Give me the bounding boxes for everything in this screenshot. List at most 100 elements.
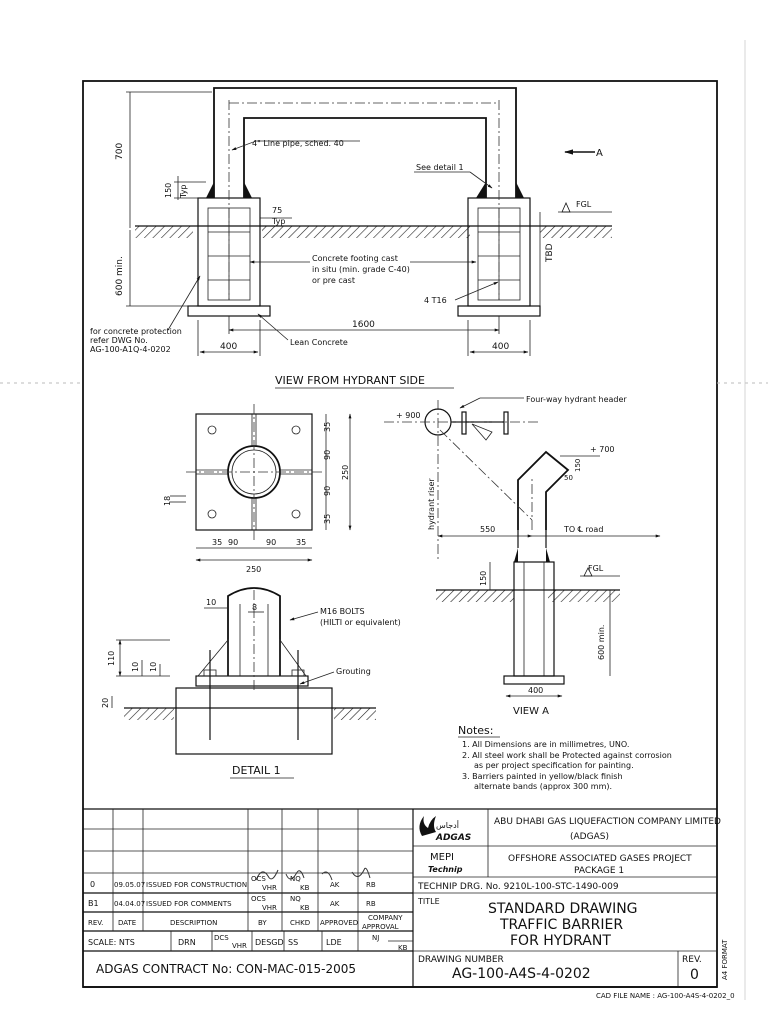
drn-value: DCS: [214, 934, 229, 942]
adgas-logo-arabic: أدجاس: [436, 820, 459, 830]
adgas-logo: أدجاس ADGAS: [419, 816, 471, 843]
drn-sub: VHR: [232, 942, 247, 950]
protection-label-1: for concrete protection: [90, 327, 182, 336]
see-detail-label: See detail 1: [416, 163, 464, 172]
detail-1: [111, 587, 376, 755]
desgd-label: DESGD: [255, 938, 284, 947]
title-block: [83, 808, 717, 988]
a4-format-label: A4 FORMAT: [721, 939, 729, 980]
dim-550: 550: [480, 525, 495, 534]
road-label: TO ℄ road: [563, 525, 603, 534]
dim-150-a: 150: [574, 459, 582, 472]
rev-row-2-comp: RB: [366, 900, 376, 908]
dim-700: 700: [115, 143, 125, 160]
fgl-label-a: FGL: [588, 564, 604, 573]
view-a: [384, 397, 661, 698]
base-plate-labels: 35 90 90 35 250 35 90 90 35 250 18: [163, 422, 350, 574]
title-line-2: TRAFFIC BARRIER: [499, 917, 623, 933]
rev-header-desc: DESCRIPTION: [170, 919, 217, 927]
rev-row-1-by: OCS: [251, 875, 266, 883]
plate-v-250: 250: [341, 465, 350, 480]
plate-h-35a: 35: [212, 538, 222, 547]
plate-dim-18: 18: [163, 496, 172, 506]
nj-label: NJ: [372, 934, 379, 942]
rev-row-2-chkd-sub: KB: [300, 904, 310, 912]
title-line-1: STANDARD DRAWING: [488, 901, 638, 917]
protection-label-3: AG-100-A1Q-4-0202: [90, 345, 171, 354]
rev-header-approved: APPROVED: [320, 919, 358, 927]
dim-400-right: 400: [492, 342, 509, 352]
drawing-number-value: AG-100-A4S-4-0202: [452, 966, 591, 982]
note-2b: as per project specification for paintin…: [474, 761, 634, 770]
view-a-labels: Four-way hydrant header + 900 + 700 150 …: [396, 395, 627, 717]
rev-header-by: BY: [258, 919, 267, 927]
dim-600: 600 min.: [115, 256, 125, 296]
title-label: TITLE: [417, 897, 440, 906]
lean-concrete-label: Lean Concrete: [290, 338, 348, 347]
rev-row-1-rev: 0: [90, 880, 95, 889]
rev-row-1-comp: RB: [366, 881, 376, 889]
plate-v-35a: 35: [323, 422, 332, 432]
plate-v-90a: 90: [323, 450, 332, 460]
fgl-label: FGL: [576, 200, 592, 209]
company-name-2: (ADGAS): [570, 832, 609, 842]
rev-row-1-appr: AK: [330, 881, 340, 889]
rev-row-2-by-sub: VHR: [262, 904, 277, 912]
rev-row-2-appr: AK: [330, 900, 340, 908]
lde-label: LDE: [326, 938, 342, 947]
scale-label: SCALE: NTS: [88, 938, 135, 947]
elev-700: + 700: [590, 445, 615, 454]
company-name-1: ABU DHABI GAS LIQUEFACTION COMPANY LIMIT…: [494, 817, 721, 827]
rev-row-1-chkd: NQ: [290, 875, 301, 883]
rev-header-approval: APPROVAL: [362, 923, 399, 931]
dim-150-b: 150: [479, 571, 488, 586]
dim-75: 75: [272, 206, 282, 215]
technip-drg-number: TECHNIP DRG. No. 9210L-100-STC-1490-009: [417, 882, 619, 892]
rev-header-rev: REV.: [88, 919, 103, 927]
arrow-a-label: A: [596, 148, 603, 159]
kb-label: KB: [398, 944, 408, 952]
rev-label: REV.: [682, 955, 702, 965]
concrete-label-2: in situ (min. grade C-40): [312, 265, 410, 274]
riser-label: hydrant riser: [427, 478, 436, 530]
dim-1600: 1600: [352, 320, 375, 330]
rev-row-1-desc: ISSUED FOR CONSTRUCTION: [146, 881, 247, 889]
detail-1-labels: 10 8 M16 BOLTS (HILTI or equivalent) Gro…: [101, 598, 401, 779]
contract-number: ADGAS CONTRACT No: CON-MAC-015-2005: [96, 962, 356, 976]
note-2a: 2. All steel work shall be Protected aga…: [462, 751, 672, 760]
concrete-label-3: or pre cast: [312, 276, 355, 285]
dim-600-a: 600 min.: [597, 625, 606, 660]
dim-75-typ: Typ: [271, 217, 285, 226]
view-hydrant-side-title: VIEW FROM HYDRANT SIDE: [275, 374, 425, 387]
detail-dim-10-v2: 10: [149, 662, 158, 672]
view-hydrant-side: [126, 87, 612, 356]
dim-50: 50: [564, 474, 573, 482]
adgas-logo-text: ADGAS: [435, 833, 471, 843]
dim-150: 150: [164, 183, 173, 198]
plate-h-35b: 35: [296, 538, 306, 547]
rev-row-2-by: OCS: [251, 895, 266, 903]
t16-label: 4 T16: [424, 296, 447, 305]
view-a-title: VIEW A: [513, 706, 549, 717]
detail-dim-20: 20: [101, 698, 110, 708]
rev-row-2-rev: B1: [88, 899, 99, 908]
plate-v-90b: 90: [323, 486, 332, 496]
project-name-1: OFFSHORE ASSOCIATED GASES PROJECT: [508, 854, 692, 864]
rev-row-2-desc: ISSUED FOR COMMENTS: [146, 900, 232, 908]
dim-typ: Typ: [179, 185, 188, 199]
detail-dim-10: 10: [206, 598, 216, 607]
technip-logo: Technip: [428, 865, 463, 874]
detail-dim-8: 8: [252, 603, 257, 612]
note-1: 1. All Dimensions are in millimetres, UN…: [462, 740, 629, 749]
elev-900: + 900: [396, 411, 421, 420]
drn-label: DRN: [178, 938, 196, 947]
plate-h-250: 250: [246, 565, 261, 574]
rev-row-1-by-sub: VHR: [262, 884, 277, 892]
rev-header-date: DATE: [118, 919, 136, 927]
dim-tbd: TBD: [545, 243, 555, 263]
base-plate-view: [170, 404, 352, 562]
drawing-number-label: DRAWING NUMBER: [418, 955, 504, 965]
rev-row-1-date: 09.05.07: [114, 881, 145, 889]
